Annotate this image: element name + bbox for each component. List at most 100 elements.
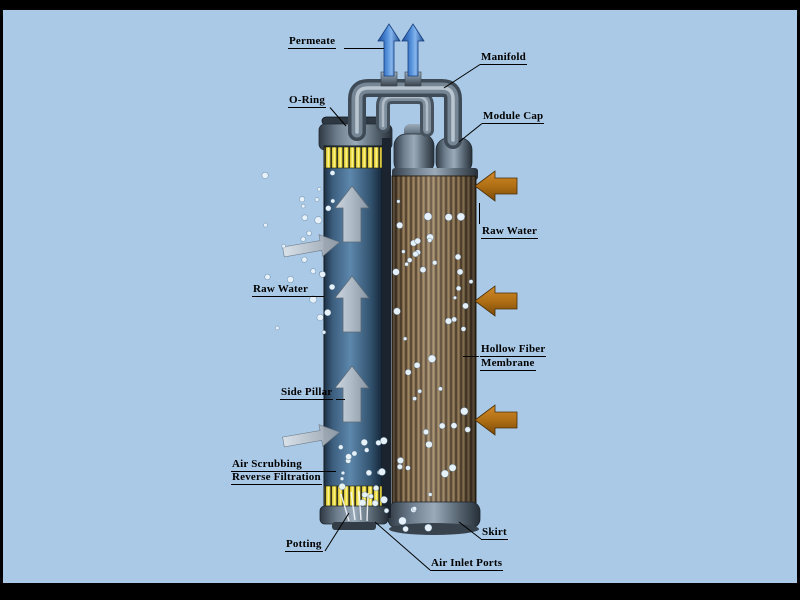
bubble-icon <box>424 523 433 532</box>
bubble-icon <box>317 187 322 192</box>
bubble-icon <box>451 316 458 323</box>
bubble-icon <box>427 354 437 363</box>
raw-water-arrow-icon <box>474 170 518 202</box>
raw-water-arrow-icon <box>474 404 518 436</box>
leader-module-cap <box>458 123 483 143</box>
bubble-icon <box>360 438 368 447</box>
up-arrow-icon <box>334 275 370 333</box>
bubble-icon <box>329 170 336 176</box>
bubble-icon <box>373 485 380 492</box>
bubble-icon <box>396 199 401 204</box>
permeate-flow-up-arrows <box>334 185 370 423</box>
bubble-icon <box>309 295 318 304</box>
bubble-icon <box>319 270 326 278</box>
bubble-icon <box>314 216 323 225</box>
bubble-icon <box>321 330 327 335</box>
raw-water-arrow-icon <box>474 285 518 317</box>
bubble-icon <box>423 212 433 221</box>
bubble-icon <box>368 493 374 499</box>
potting-top <box>323 146 383 169</box>
bubble-icon <box>401 249 406 254</box>
bubble-icon <box>396 456 404 464</box>
leader-skirt <box>458 521 482 540</box>
label-air-inlet-ports: Air Inlet Ports <box>430 557 504 571</box>
bubble-icon <box>402 525 409 533</box>
label-raw-water-left: Raw Water <box>252 283 310 297</box>
bubble-icon <box>286 275 294 283</box>
bubble-icon <box>275 325 280 331</box>
bubble-icon <box>364 447 370 453</box>
bubble-icon <box>464 426 471 433</box>
manifold <box>348 71 462 149</box>
label-permeate: Permeate <box>288 35 337 49</box>
right-arrow-icon <box>282 234 341 258</box>
label-air-scrubbing-line1: Air Scrubbing <box>231 458 303 472</box>
bubble-icon <box>413 361 421 369</box>
bubble-icon <box>324 309 332 317</box>
bubble-icon <box>438 422 446 430</box>
bubble-icon <box>393 307 401 316</box>
bubble-icon <box>371 499 379 507</box>
bubble-icon <box>460 407 469 416</box>
bubble-icon <box>444 317 452 325</box>
label-manifold: Manifold <box>480 51 527 65</box>
bubble-icon <box>454 253 462 261</box>
bubble-icon <box>338 444 344 450</box>
bubble-icon <box>417 388 423 394</box>
label-hollow-fiber-line2: Membrane <box>480 357 536 371</box>
bubble-icon <box>338 482 346 491</box>
label-skirt: Skirt <box>481 526 508 540</box>
bubble-icon <box>392 268 400 276</box>
bubble-icon <box>444 213 453 222</box>
bubble-icon <box>462 302 469 310</box>
leader-o-ring <box>329 107 347 127</box>
bubble-icon <box>437 386 443 392</box>
bubble-icon <box>301 256 308 263</box>
right-module <box>387 124 481 535</box>
air-inlet-ports <box>332 522 376 530</box>
up-arrow-icon <box>334 185 370 243</box>
bubble-icon <box>380 495 388 504</box>
bubble-icon <box>339 476 345 481</box>
bubble-icon <box>427 237 433 243</box>
bubble-icon <box>432 260 438 266</box>
side-pillar <box>382 138 391 518</box>
bubble-icon <box>468 279 474 284</box>
bubble-icon <box>330 198 336 204</box>
fiber-shading <box>392 176 476 506</box>
bubble-icon <box>351 450 358 457</box>
air-inlet-streaks <box>340 490 369 522</box>
air-bubbles <box>261 170 474 533</box>
permeate-arrow-icon <box>377 23 401 77</box>
bubble-icon <box>404 262 409 267</box>
bubble-icon <box>301 203 306 209</box>
bubble-icon <box>460 326 467 332</box>
leader-lines <box>303 48 483 571</box>
bubble-icon <box>310 268 317 275</box>
bubble-icon <box>407 257 413 263</box>
bubble-icon <box>325 205 332 212</box>
bubble-icon <box>404 368 412 376</box>
bubble-icon <box>281 243 286 249</box>
label-potting: Potting <box>285 538 323 552</box>
bubble-icon <box>414 237 422 245</box>
bubble-icon <box>375 439 382 446</box>
bubble-icon <box>405 465 411 471</box>
permeate-arrows <box>377 23 425 77</box>
bubble-icon <box>450 422 458 429</box>
bubble-icon <box>412 251 419 258</box>
raw-water-inlet-arrows <box>282 234 341 448</box>
bubble-icon <box>301 214 308 221</box>
bubble-icon <box>396 463 403 470</box>
bubble-icon <box>365 469 373 476</box>
left-module-cutaway <box>318 116 393 530</box>
label-module-cap: Module Cap <box>482 110 545 124</box>
bubble-icon <box>452 295 457 300</box>
bubble-icon <box>314 197 320 202</box>
leader-potting <box>324 512 350 552</box>
bubble-icon <box>428 492 433 497</box>
bubble-icon <box>396 221 404 229</box>
leader-manifold <box>443 64 481 89</box>
